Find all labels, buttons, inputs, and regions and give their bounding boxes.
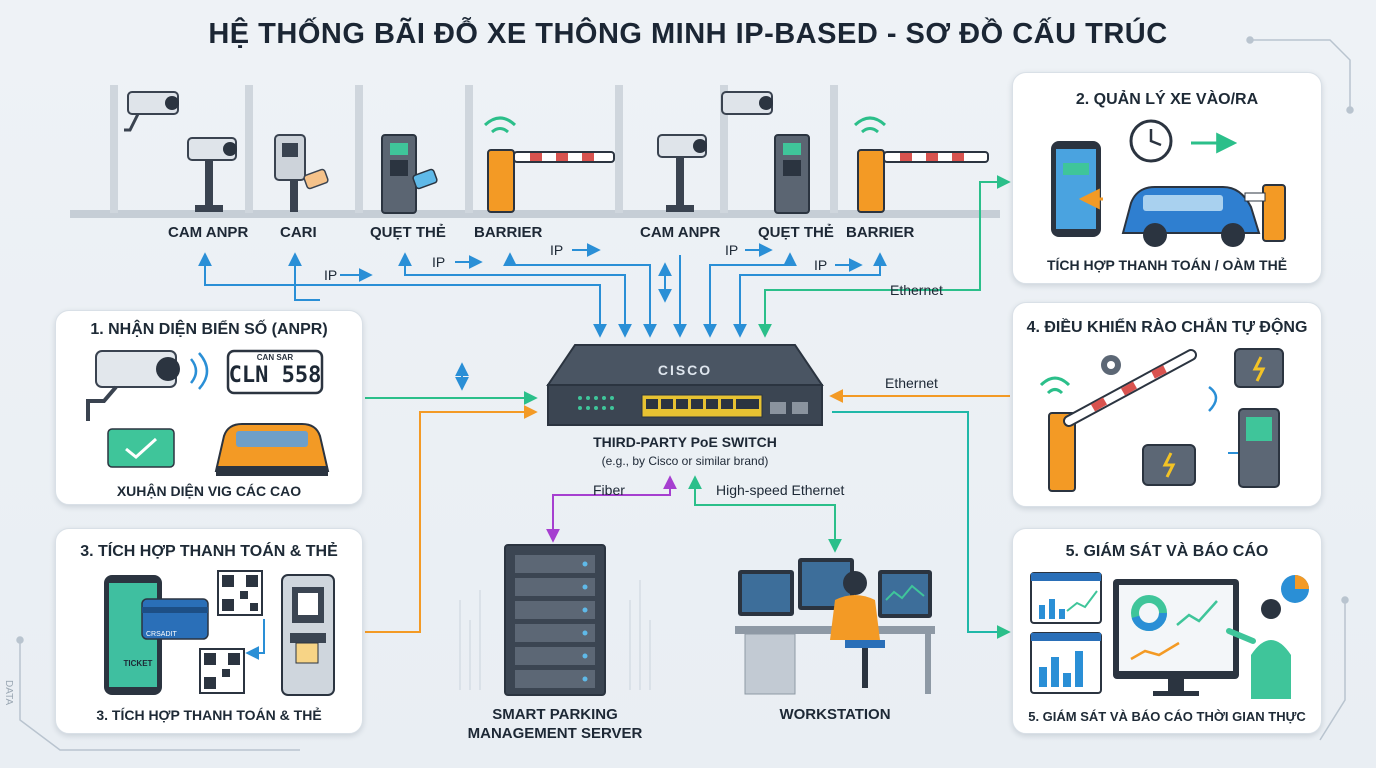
label-barrier-1: BARRIER — [474, 224, 543, 241]
switch-label: THIRD-PARTY PoE SWITCH — [593, 434, 777, 450]
link-label-ip: IP — [432, 254, 446, 270]
panel-anpr-caption: XUHẬN DIỆN VIG CÁC CAO — [116, 483, 302, 499]
panel-monitor-illustration — [1030, 572, 1309, 699]
panel-entry-title: 2. QUẢN LÝ XE VÀO/RA — [1075, 91, 1259, 108]
panel-monitor-caption: 5. GIÁM SÁT VÀ BÁO CÁO THỜI GIAN THỰC — [1028, 709, 1306, 724]
camera-icon — [657, 91, 773, 212]
panel-monitor-title: 5. GIÁM SÁT VÀ BÁO CÁO — [1065, 543, 1269, 560]
link-label-fiber: Fiber — [593, 482, 625, 498]
panel-entry-illustration — [1051, 119, 1286, 247]
panel-entry-exit: 2. QUẢN LÝ XE VÀO/RA TÍCH HỢP THANH TOÁN… — [1012, 72, 1322, 284]
link-label-high-speed-ethernet: High-speed Ethernet — [716, 482, 845, 498]
label-card-swipe-2: QUẸT THẺ — [758, 224, 834, 241]
panel-payment-caption: 3. TÍCH HỢP THANH TOÁN & THẺ — [96, 707, 322, 723]
link-label-ip: IP — [324, 267, 338, 283]
credit-card-text: CRSADIT — [146, 631, 177, 638]
page-title: HỆ THỐNG BÃI ĐỖ XE THÔNG MINH IP-BASED -… — [208, 18, 1168, 50]
label-cam-anpr-2: CAM ANPR — [640, 224, 721, 241]
card-reader-icon — [274, 134, 329, 212]
link-label-ethernet: Ethernet — [890, 282, 943, 298]
link-label-ethernet: Ethernet — [885, 375, 938, 391]
workstation-label: WORKSTATION — [779, 706, 891, 723]
card-swipe-kiosk-icon — [774, 134, 810, 214]
workstation-icon — [735, 558, 935, 695]
side-data-label: DATA — [3, 680, 14, 706]
link-label-ip: IP — [550, 242, 564, 258]
panel-barrier-control: 4. ĐIỀU KHIỂN RÀO CHẮN TỰ ĐỘNG — [1012, 302, 1322, 507]
link-label-ip: IP — [725, 242, 739, 258]
panel-payment-title: 3. TÍCH HỢP THANH TOÁN & THẺ — [80, 543, 338, 560]
link-label-ip: IP — [814, 257, 828, 273]
barrier-icon — [853, 116, 989, 213]
switch-brand-logo: CISCO — [657, 362, 713, 378]
panel-anpr-title: 1. NHẬN DIỆN BIỂN SỐ (ANPR) — [90, 321, 328, 338]
panel-barrier-illustration — [1039, 348, 1284, 492]
panel-monitoring: 5. GIÁM SÁT VÀ BÁO CÁO 5. GIÁM SÁT VÀ BÁ… — [1012, 528, 1322, 734]
label-cam-anpr-1: CAM ANPR — [168, 224, 249, 241]
server-rack-icon — [504, 544, 606, 696]
panel-entry-caption: TÍCH HỢP THANH TOÁN / OÀM THẺ — [1046, 257, 1288, 273]
server-label-line1: SMART PARKING — [492, 706, 618, 723]
panel-payment: 3. TÍCH HỢP THANH TOÁN & THẺ CRSADIT TIC… — [55, 528, 363, 734]
decor-bars — [459, 580, 651, 690]
panel-anpr: 1. NHẬN DIỆN BIỂN SỐ (ANPR) CAN SAR CLN … — [55, 310, 363, 505]
top-structure — [70, 85, 1000, 218]
panel-barrier-title: 4. ĐIỀU KHIỂN RÀO CHẮN TỰ ĐỘNG — [1026, 319, 1308, 336]
plate-top-text: CAN SAR — [256, 353, 294, 362]
panel-anpr-illustration — [86, 349, 330, 476]
label-card-swipe-1: QUẸT THẺ — [370, 224, 446, 241]
label-card-reader: CARI — [280, 224, 317, 241]
camera-icon — [124, 91, 237, 212]
server-label-line2: MANAGEMENT SERVER — [467, 725, 643, 742]
switch-sublabel: (e.g., by Cisco or similar brand) — [601, 454, 769, 468]
poe-switch-icon — [546, 344, 824, 426]
circuit-decoration — [16, 36, 1354, 751]
license-plate: CLN 558 — [228, 363, 322, 388]
card-swipe-kiosk-icon — [381, 134, 438, 214]
label-barrier-2: BARRIER — [846, 224, 915, 241]
barrier-icon — [483, 116, 615, 213]
ticket-text: TICKET — [123, 659, 153, 668]
panel-payment-illustration — [104, 570, 335, 696]
